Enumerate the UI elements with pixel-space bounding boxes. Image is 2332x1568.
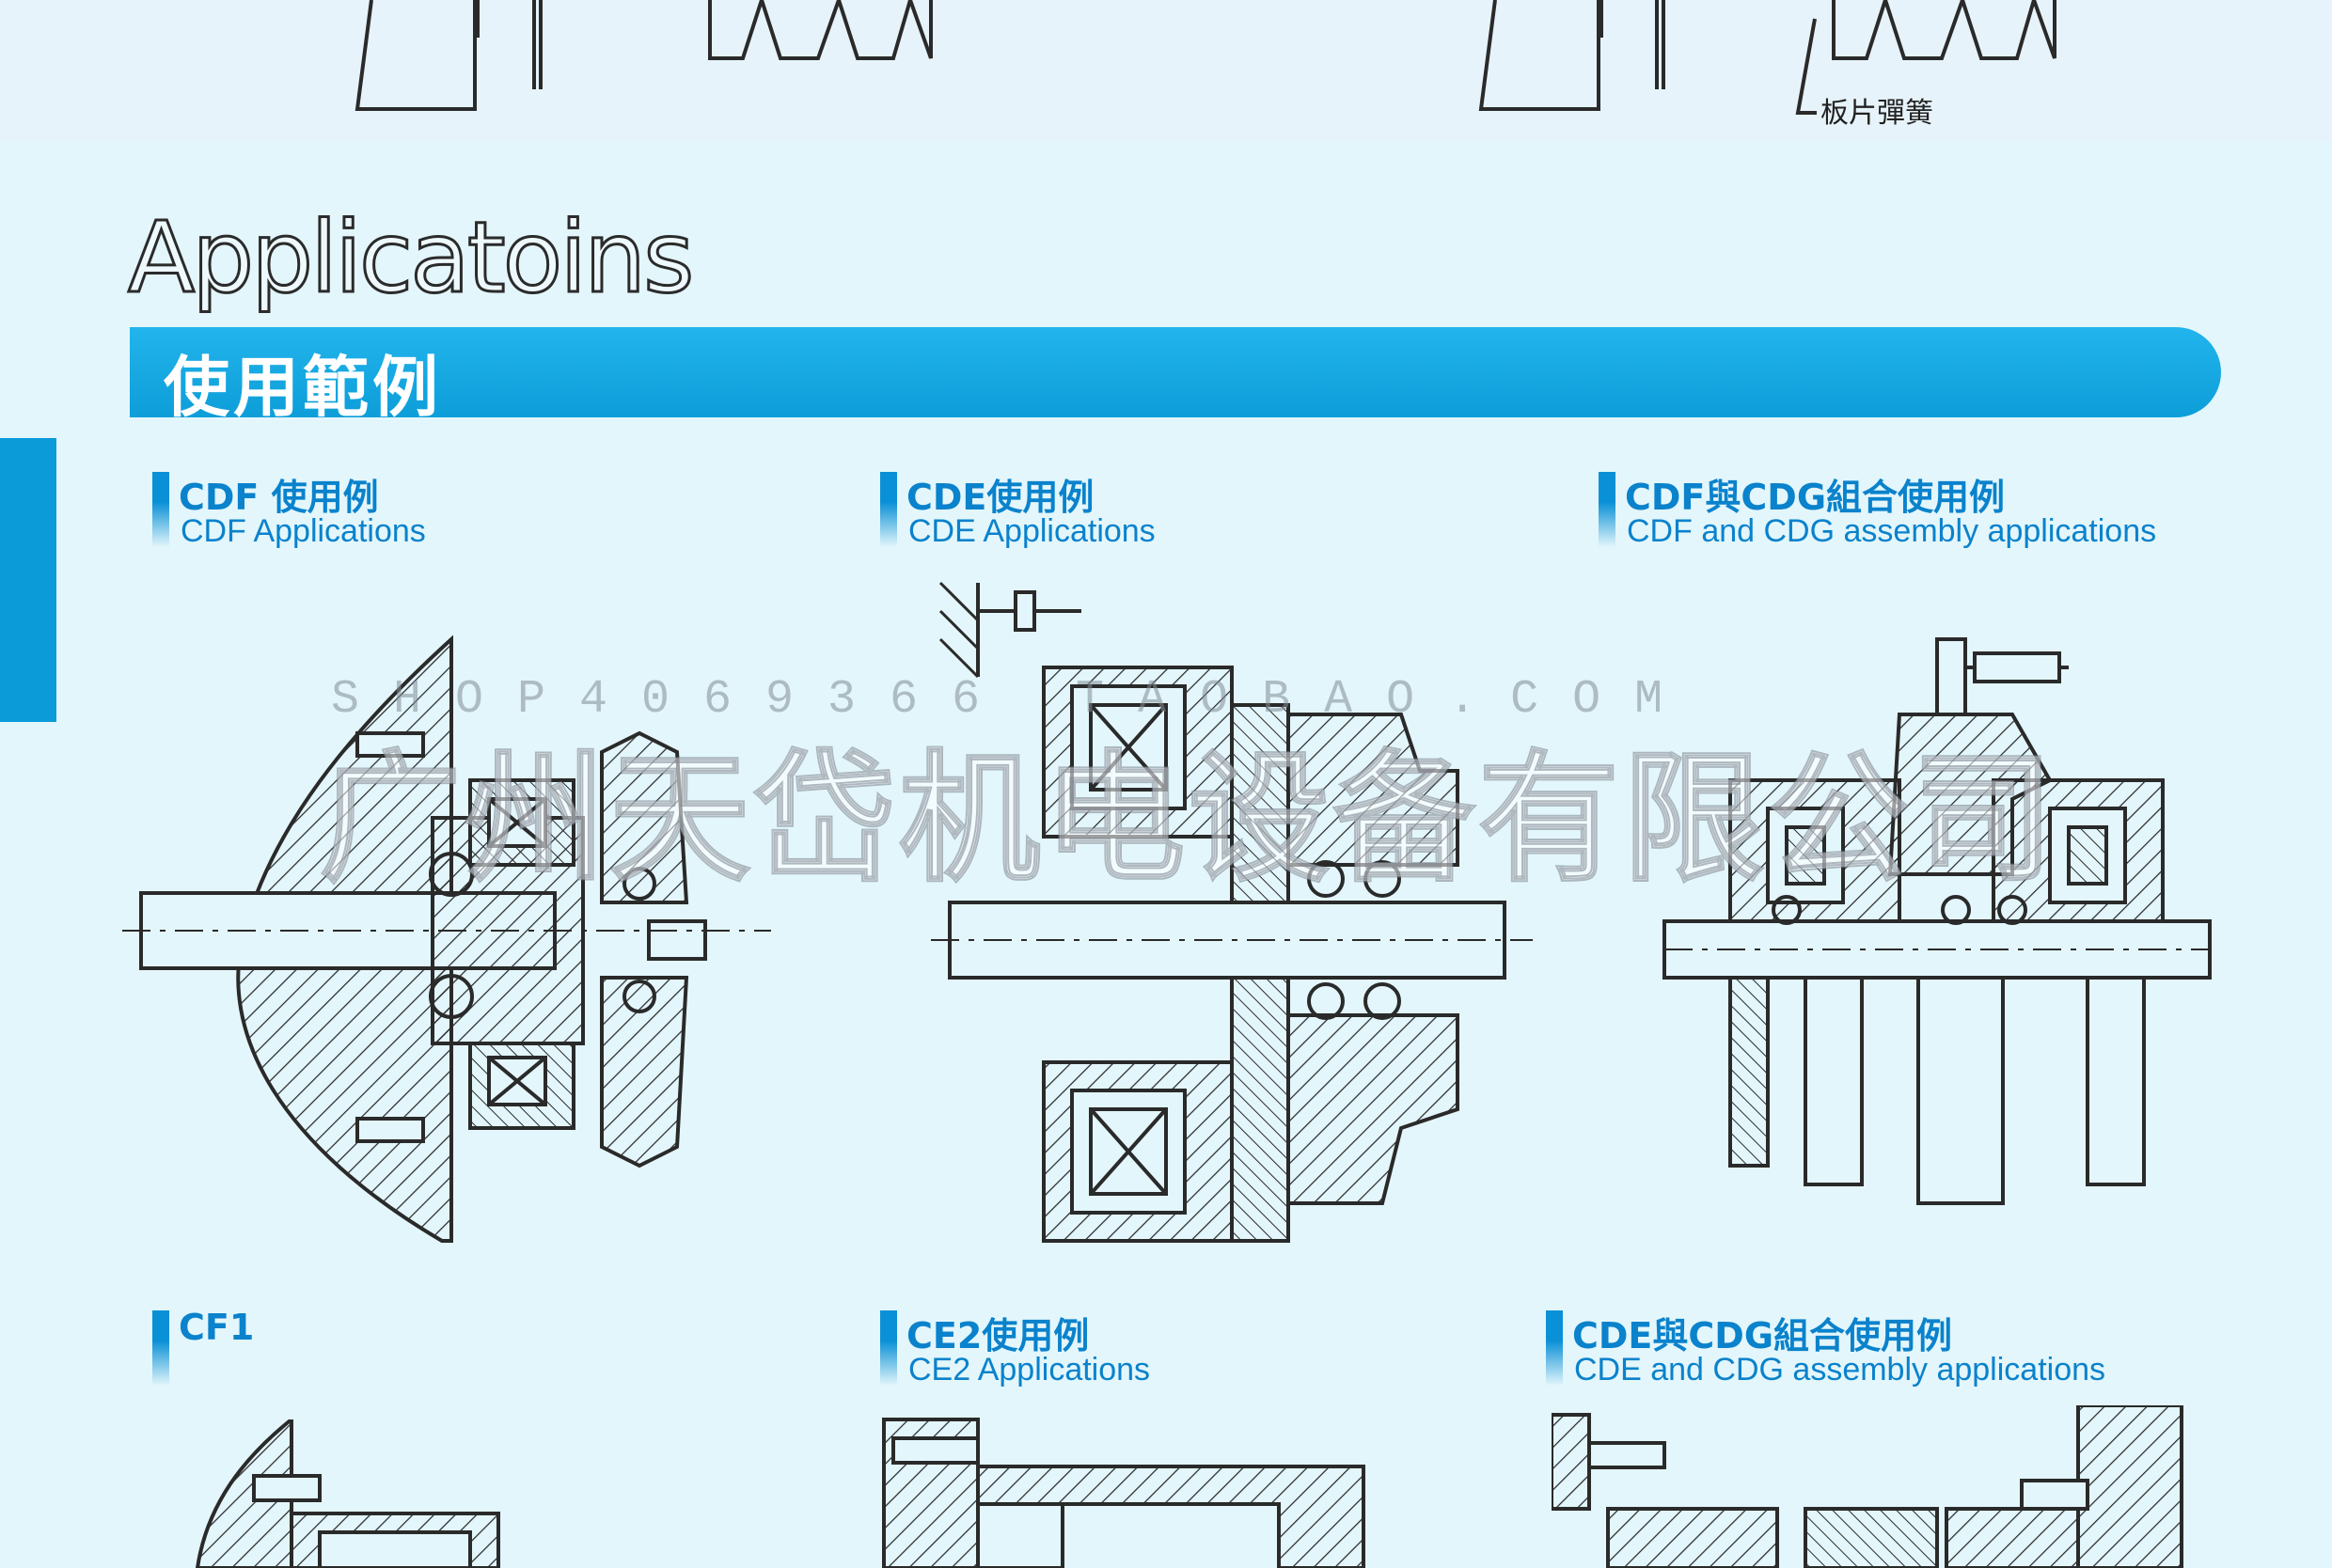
ce2-application-drawing xyxy=(882,1418,1365,1568)
cdf-cdg-application-drawing xyxy=(1662,637,2212,1205)
spring-label: 板片彈簧 xyxy=(1820,97,1933,130)
caption-title: CF1 xyxy=(179,1307,255,1348)
caption-subtitle: CDE Applications xyxy=(908,513,1156,549)
caption-marker xyxy=(1599,472,1615,547)
caption-title: CE2使用例 xyxy=(906,1315,1090,1356)
top-drawing-strip: 板片彈簧 xyxy=(0,0,2332,141)
caption-title: CDF與CDG組合使用例 xyxy=(1625,477,2006,518)
cde-cdg-application-drawing xyxy=(1552,1405,2183,1568)
spring-diagram-partial: 板片彈簧 xyxy=(355,0,2056,130)
section-title-en: Applicatoins xyxy=(126,200,695,315)
watermark-company: 广州天岱机电设备有限公司 xyxy=(319,737,2058,902)
caption-marker xyxy=(1546,1310,1563,1386)
caption-marker xyxy=(152,1310,169,1386)
caption-marker xyxy=(880,472,897,547)
section-title-zh: 使用範例 xyxy=(164,349,442,426)
caption-title: CDE使用例 xyxy=(906,477,1095,518)
caption-marker xyxy=(880,1310,897,1386)
caption-subtitle: CDF Applications xyxy=(181,513,426,549)
section-banner: 使用範例 xyxy=(130,327,2221,426)
caption-title: CDF 使用例 xyxy=(179,477,379,518)
caption-subtitle: CDF and CDG assembly applications xyxy=(1627,513,2157,549)
caption-marker xyxy=(152,472,169,547)
cf1-application-drawing xyxy=(195,1419,500,1568)
caption-subtitle: CDE and CDG assembly applications xyxy=(1574,1352,2106,1388)
cdf-application-drawing xyxy=(122,635,771,1243)
caption-title: CDE與CDG組合使用例 xyxy=(1572,1315,1953,1356)
cde-application-drawing xyxy=(931,581,1533,1243)
caption-subtitle: CE2 Applications xyxy=(908,1352,1151,1388)
side-tab xyxy=(0,438,56,722)
watermark-shop: SHOP4069366 TAOBAO.COM xyxy=(331,673,1697,727)
